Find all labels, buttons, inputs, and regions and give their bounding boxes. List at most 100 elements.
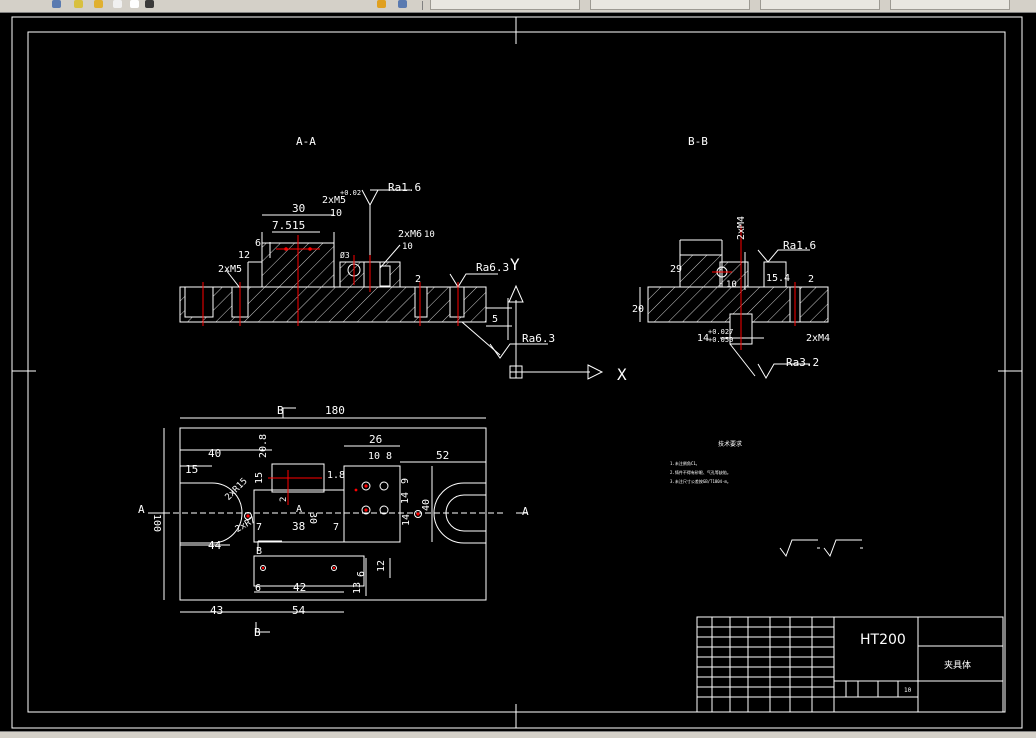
plan-labels: 180 100 40 15 20.8 15 2xR15 2xR7 44 7 7 …: [138, 404, 529, 639]
plan-dim-2: 2: [279, 497, 289, 502]
plan-label-b-mid: B: [256, 546, 262, 557]
technical-notes: 技术要求 1.未注倒角C1。 2.铸件不得有砂眼、气孔等缺陷。 3.未注尺寸公差…: [670, 440, 742, 484]
section-bb-labels: B-B 2xM4 Ra1.6 29 15.4 10 20 2 14 +0.027…: [632, 135, 830, 369]
bb-dim-29: 29: [670, 264, 682, 275]
bb-m4-bottom: 2xM4: [806, 333, 830, 344]
aa-dim-5: 5: [492, 314, 498, 325]
toolbar: [0, 0, 1036, 13]
plan-dim-38: 38: [292, 520, 305, 533]
bulb-icon[interactable]: [74, 0, 83, 8]
bb-dim-20: 20: [632, 304, 644, 315]
aa-ra16: Ra1.6: [388, 181, 421, 194]
plan-centerlines: [268, 470, 322, 505]
bb-dim-2: 2: [808, 274, 814, 285]
aa-dia: Ø3: [340, 250, 350, 260]
plan-holes: [244, 481, 422, 571]
bb-ra32: Ra3.2: [786, 356, 819, 369]
plan-dim-12: 12: [376, 560, 387, 572]
plan-dim-40: 40: [208, 447, 221, 460]
aa-dim-6: 6: [255, 238, 261, 249]
layer-state-icon[interactable]: [145, 0, 154, 8]
sun-icon[interactable]: [94, 0, 103, 8]
plan-dim-10: 10: [368, 451, 380, 462]
plan-label-a-center: A: [296, 504, 302, 515]
section-aa-title: A-A: [296, 135, 316, 148]
color-square-icon[interactable]: [130, 0, 139, 8]
plan-dim-100: 100: [151, 514, 162, 532]
bb-dim-15-4: 15.4: [766, 273, 790, 284]
plan-dim-9: 9: [400, 478, 411, 484]
plan-dim-6b: 6: [356, 571, 367, 577]
roughness-symbol: [779, 539, 863, 558]
aa-ra63a: Ra6.3: [476, 261, 509, 274]
drawing-canvas[interactable]: A-A Ra1.6 2xM5 +0.02 10 30 7.5 15 6 12 2…: [0, 12, 1036, 731]
aa-thread-left: 2xM5: [218, 264, 242, 275]
toolbar-separator: [422, 1, 423, 10]
plan-label-b-top: B: [277, 404, 284, 417]
plan-view[interactable]: [148, 407, 528, 633]
section-bb-centerlines: [712, 225, 796, 350]
bb-m4-top: 2xM4: [736, 216, 747, 240]
bb-dim-14-tol2: +0.050: [708, 336, 733, 344]
plan-dim-52: 52: [436, 449, 449, 462]
plan-dim-1-8: 1.8: [327, 470, 345, 481]
drawing-frame: [11, 16, 1023, 729]
notes-title: 技术要求: [718, 440, 742, 448]
material-label: HT200: [860, 632, 906, 648]
layer-icon[interactable]: [52, 0, 61, 8]
aa-thread-right-sub: 10: [402, 242, 413, 252]
plan-dim-44: 44: [208, 539, 222, 552]
plotstyle-dropdown[interactable]: [890, 0, 1010, 10]
notes-line-2: 2.铸件不得有砂眼、气孔等缺陷。: [670, 469, 731, 475]
bb-dim-14-tol: +0.027: [708, 328, 733, 336]
plan-dim-14b: 14: [401, 514, 412, 526]
ucs-x-label: X: [617, 365, 627, 384]
plan-dim-54: 54: [292, 604, 306, 617]
lineweight-dropdown[interactable]: [760, 0, 880, 10]
notes-line-3: 3.未注尺寸公差按GB/T1804-m。: [670, 478, 731, 484]
linetype-dropdown[interactable]: [590, 0, 750, 10]
plan-dim-15b: 15: [254, 472, 265, 484]
plan-slot-r: 2xR15: [224, 476, 250, 502]
notes-line-1: 1.未注倒角C1。: [670, 460, 700, 466]
plan-dim-6a: 6: [255, 583, 261, 594]
make-current-icon[interactable]: [377, 0, 386, 8]
plan-label-a-right: A: [522, 505, 529, 518]
section-aa-labels: A-A Ra1.6 2xM5 +0.02 10 30 7.5 15 6 12 2…: [218, 135, 555, 345]
aa-dim-12: 12: [238, 250, 250, 261]
bb-dim-14: 14: [697, 333, 709, 344]
plan-overall-180: 180: [325, 404, 345, 417]
plan-dim-8: 8: [386, 451, 392, 462]
plan-dim-7a: 7: [256, 522, 262, 533]
section-aa-holes: [284, 247, 312, 251]
part-name: 夹具体: [944, 659, 971, 671]
aa-thread-right-depth: 10: [424, 230, 435, 240]
title-block: [696, 616, 1004, 713]
aa-dim-30: 30: [292, 202, 305, 215]
plan-dim-13: 13: [352, 582, 363, 594]
aa-dim-2: 2: [415, 274, 421, 285]
ucs-y-label: Y: [510, 255, 520, 274]
aa-dim-15: 15: [292, 219, 305, 232]
plan-dim-7b: 7: [333, 522, 339, 533]
plan-label-b-bottom: B: [254, 626, 261, 639]
aa-dia-tol: +0.02: [340, 189, 361, 197]
plan-dim-26: 26: [369, 433, 382, 446]
status-bar: [0, 731, 1036, 738]
layer-previous-icon[interactable]: [398, 0, 407, 8]
plan-dim-14: 14: [400, 492, 411, 504]
plan-dim-43: 43: [210, 604, 223, 617]
aa-ra63b: Ra6.3: [522, 332, 555, 345]
ucs-icon: [508, 284, 604, 380]
lock-icon[interactable]: [113, 0, 122, 8]
color-dropdown[interactable]: [430, 0, 580, 10]
plan-dim-30: 30: [307, 512, 318, 524]
plan-label-a-left: A: [138, 503, 145, 516]
aa-thread-right: 2xM6: [398, 229, 422, 240]
aa-dim-7-5: 7.5: [272, 219, 292, 232]
aa-hole-depth: 10: [330, 208, 342, 219]
bb-dim-10: 10: [726, 280, 737, 290]
plan-dim-42: 42: [293, 581, 306, 594]
bb-ra16: Ra1.6: [783, 239, 816, 252]
section-bb-title: B-B: [688, 135, 708, 148]
